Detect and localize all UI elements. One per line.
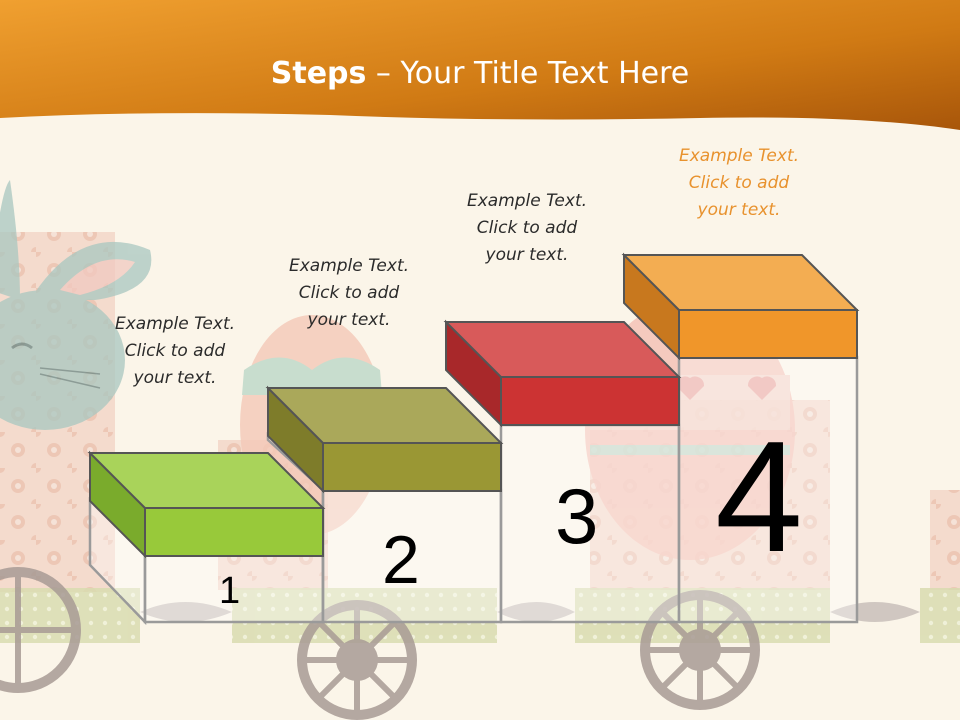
caption-line: Click to add (476, 218, 578, 238)
caption-line: your text. (133, 368, 217, 388)
step-1-caption[interactable]: Example Text. Click to add your text. (85, 311, 265, 392)
caption-line: your text. (307, 310, 391, 330)
caption-line: Example Text. (288, 256, 410, 276)
caption-line: your text. (697, 200, 781, 220)
train-wheels (0, 567, 760, 720)
caption-line: Example Text. (466, 191, 588, 211)
title-bold: Steps (270, 56, 367, 91)
caption-line: Click to add (124, 341, 226, 361)
caption-line: Click to add (298, 283, 400, 303)
step-1-number: 1 (219, 570, 241, 612)
step-2-lid-front[interactable] (322, 442, 502, 492)
slide-title[interactable]: Steps – Your Title Text Here (0, 52, 960, 96)
step-2-number: 2 (382, 522, 420, 598)
bunny-illustration (0, 180, 152, 430)
step-3-caption[interactable]: Example Text. Click to add your text. (437, 188, 617, 269)
caption-line: your text. (485, 245, 569, 265)
step-4-caption[interactable]: Example Text. Click to add your text. (649, 143, 829, 224)
header-band (0, 0, 960, 130)
step-lids (87, 252, 860, 559)
caption-line: Example Text. (114, 314, 236, 334)
caption-line: Example Text. (678, 146, 800, 166)
step-4-lid-front[interactable] (678, 309, 858, 359)
step-1-lid-front[interactable] (144, 507, 324, 557)
caption-line: Click to add (688, 173, 790, 193)
step-3-number: 3 (555, 472, 599, 560)
step-2-caption[interactable]: Example Text. Click to add your text. (259, 253, 439, 334)
title-rest: – Your Title Text Here (366, 56, 690, 91)
step-4-number: 4 (715, 409, 803, 585)
step-3-lid-front[interactable] (500, 376, 680, 426)
